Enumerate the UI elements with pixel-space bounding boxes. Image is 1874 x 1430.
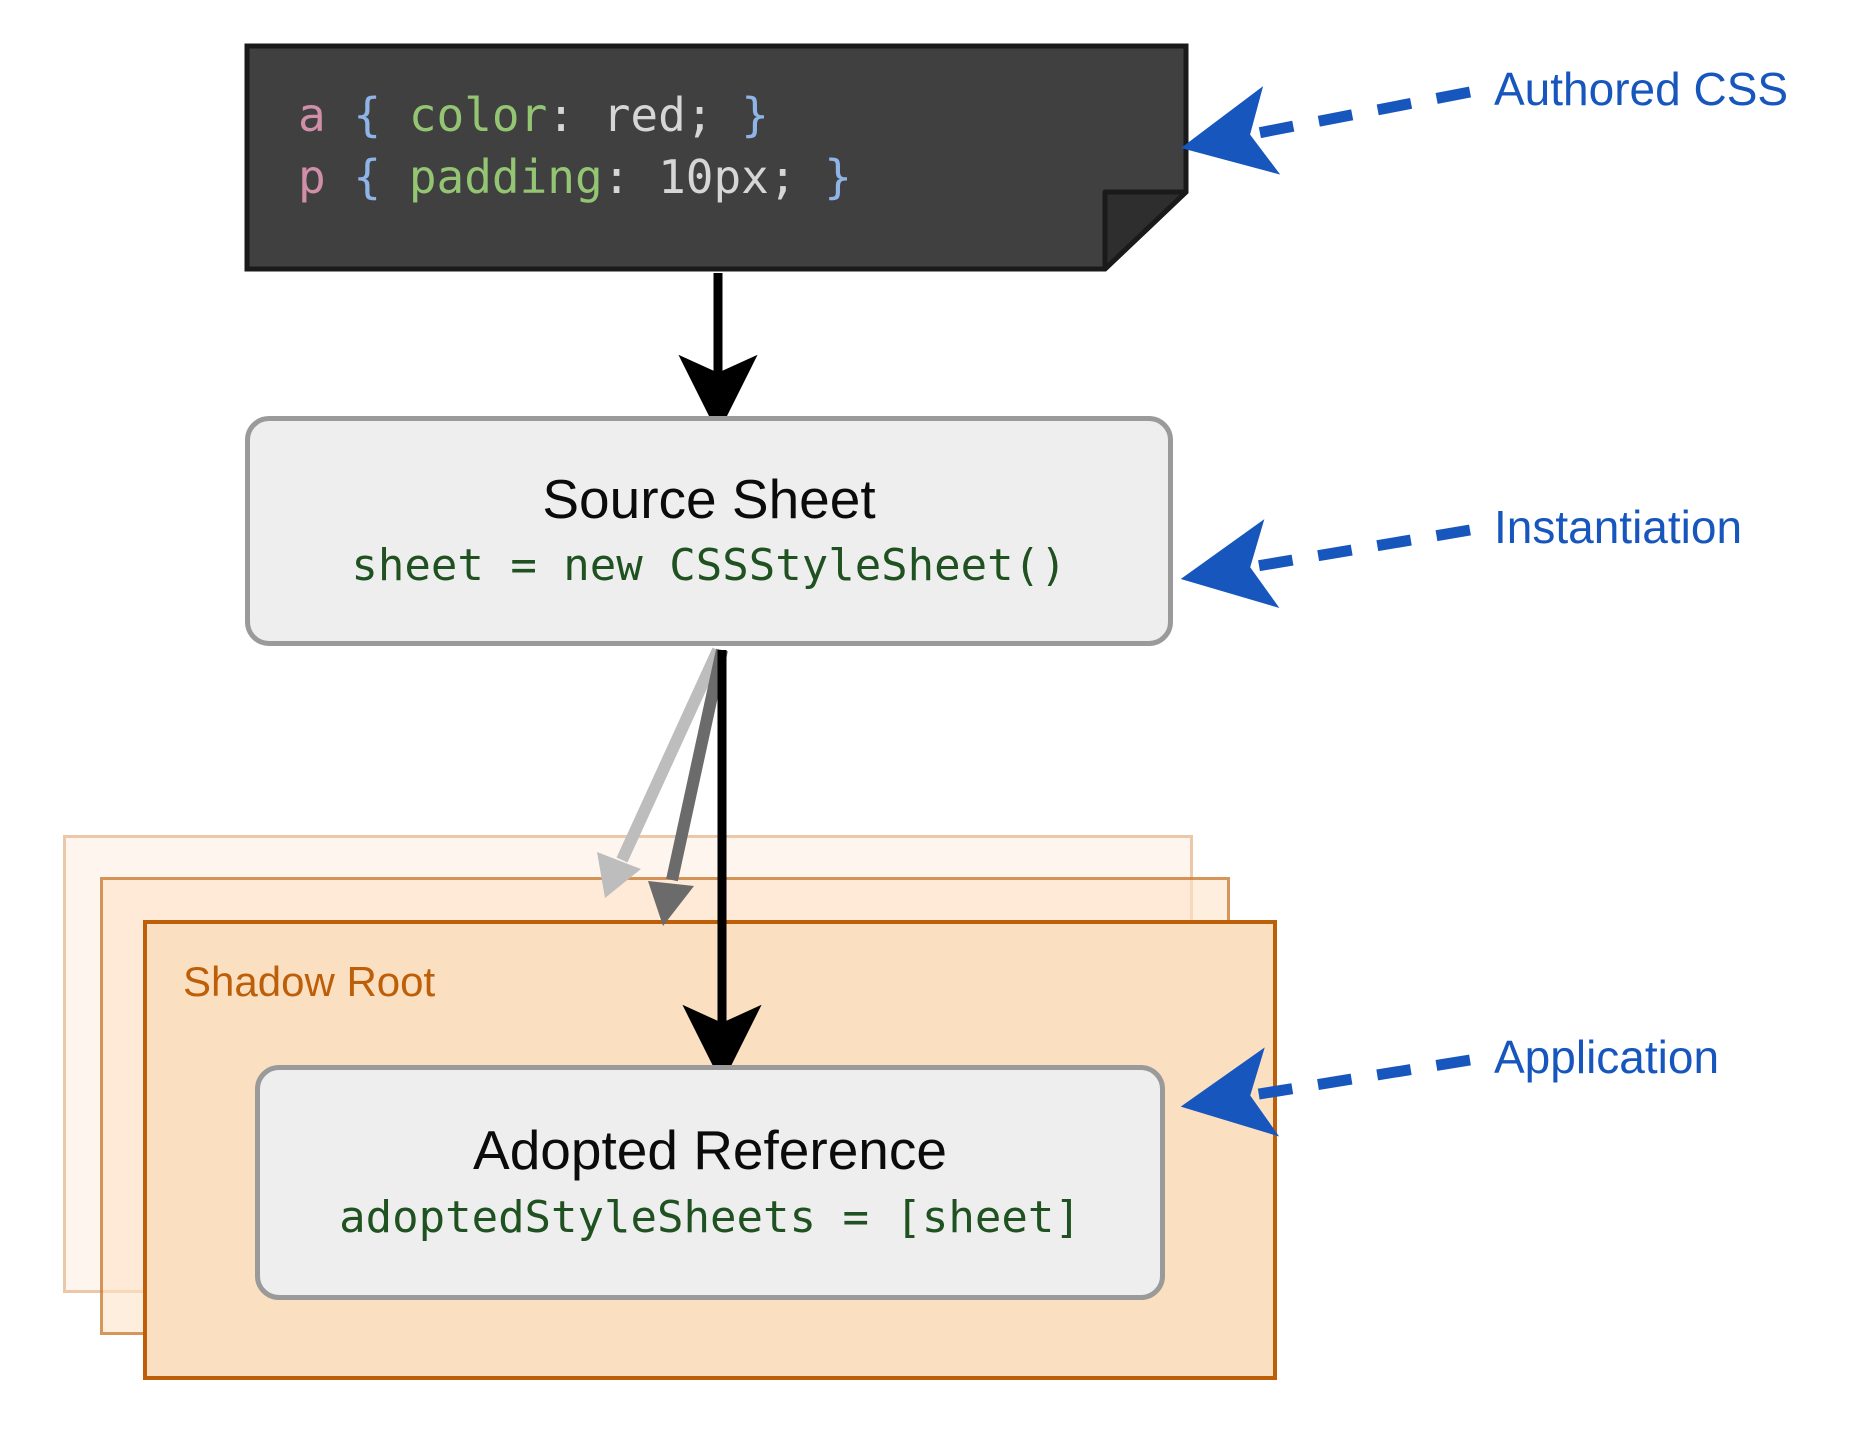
css-close-brace-2: } xyxy=(824,150,852,204)
css-open-brace-2: { xyxy=(353,150,382,204)
adopted-reference-code: adoptedStyleSheets = [sheet] xyxy=(339,1191,1081,1243)
authored-css-code: a { color: red; } p { padding: 10px; } xyxy=(298,84,852,208)
adopted-reference-node: Adopted Reference adoptedStyleSheets = [… xyxy=(255,1065,1165,1300)
css-open-brace-1: { xyxy=(353,88,382,142)
annotation-leader-authored-css xyxy=(1180,86,1472,175)
annotation-instantiation: Instantiation xyxy=(1494,501,1743,553)
authored-css-note: a { color: red; } p { padding: 10px; } xyxy=(243,42,1190,273)
source-sheet-node: Source Sheet sheet = new CSSStyleSheet() xyxy=(245,416,1173,646)
source-sheet-title: Source Sheet xyxy=(542,467,876,530)
css-value-10px: 10px; xyxy=(658,150,797,204)
css-selector-a: a xyxy=(298,88,326,142)
annotation-authored-css: Authored CSS xyxy=(1494,63,1789,115)
css-selector-p: p xyxy=(298,150,326,204)
shadow-root-label: Shadow Root xyxy=(183,958,436,1005)
code-note-shape xyxy=(244,43,1189,272)
annotation-leader-instantiation xyxy=(1180,519,1471,609)
annotation-application: Application xyxy=(1494,1031,1720,1083)
source-sheet-code: sheet = new CSSStyleSheet() xyxy=(351,540,1067,592)
css-property-color: color xyxy=(408,88,548,142)
css-colon-1: : xyxy=(547,88,575,142)
adopted-reference-title: Adopted Reference xyxy=(473,1119,947,1182)
css-value-red: red; xyxy=(602,88,714,142)
css-close-brace-1: } xyxy=(741,88,769,142)
css-colon-2: : xyxy=(602,150,631,204)
css-property-padding: padding xyxy=(408,150,603,204)
